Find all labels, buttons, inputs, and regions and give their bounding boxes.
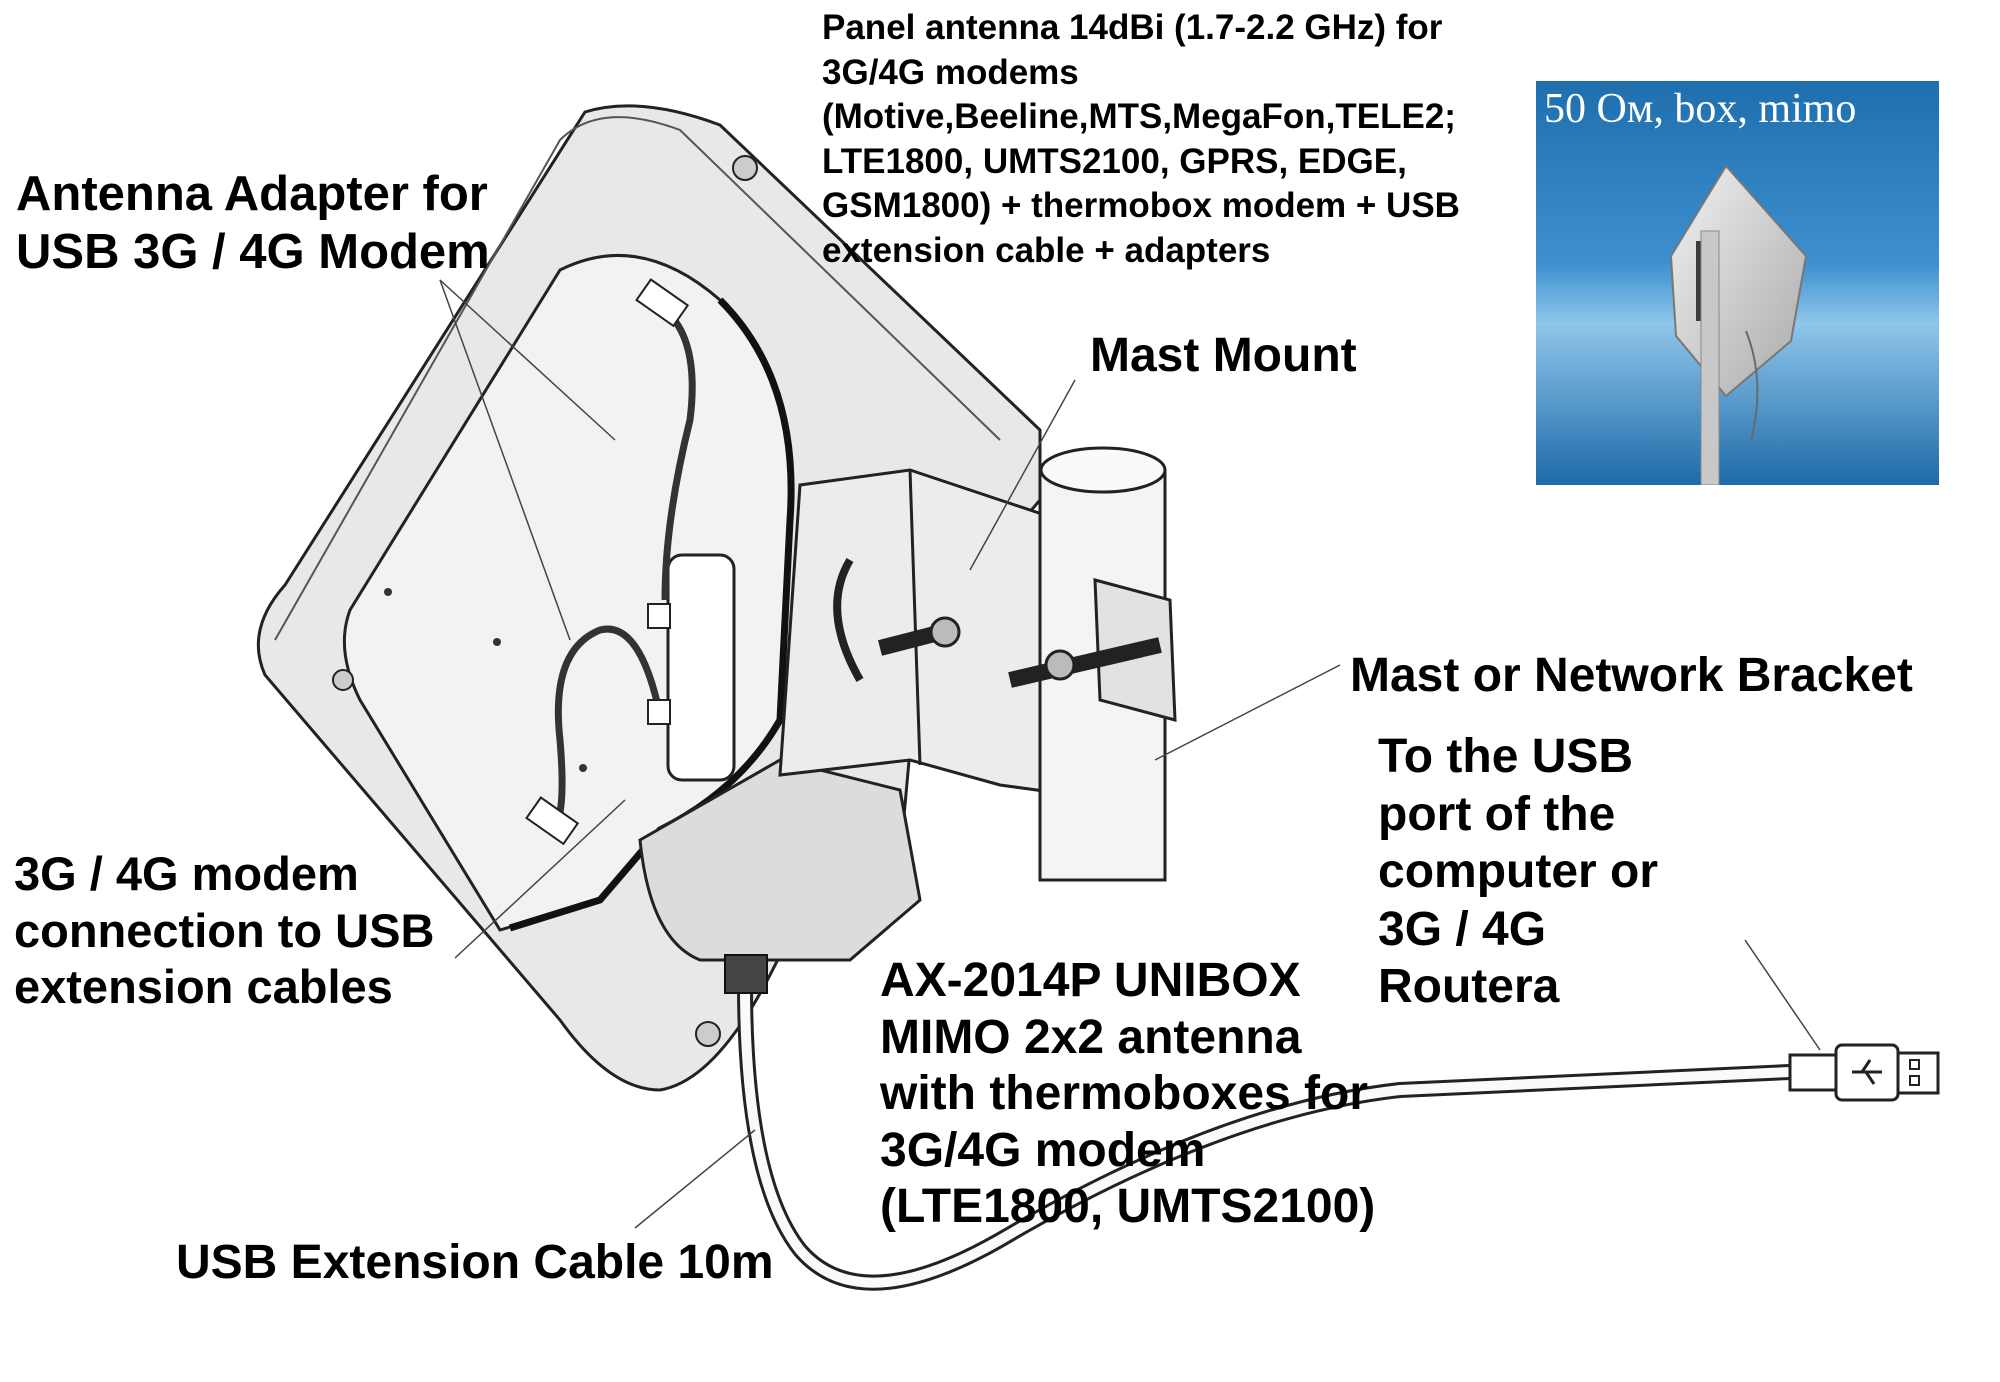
screw xyxy=(384,588,392,596)
mast-bracket-label: Mast or Network Bracket xyxy=(1350,648,1913,703)
antenna-photo-image xyxy=(1536,81,1939,485)
mast-mount-label: Mast Mount xyxy=(1090,328,1357,383)
modem-connection-label: 3G / 4G modem connection to USB extensio… xyxy=(14,846,434,1016)
mounting-hole xyxy=(733,156,757,180)
antenna-photo: 50 Ом, box, mimo xyxy=(1536,81,1939,485)
screw xyxy=(493,638,501,646)
photo-caption: 50 Ом, box, mimo xyxy=(1544,85,1856,133)
product-label: AX-2014P UNIBOX MIMO 2x2 antenna with th… xyxy=(880,953,1375,1236)
mounting-hole xyxy=(333,670,353,690)
panel-description-label: Panel antenna 14dBi (1.7-2.2 GHz) for 3G… xyxy=(822,6,1522,273)
usb-modem xyxy=(668,555,734,780)
mast-pole-top xyxy=(1041,448,1165,492)
usb-port-label: To the USB port of the computer or 3G / … xyxy=(1378,728,1658,1016)
screw xyxy=(579,764,587,772)
usb-cable-label: USB Extension Cable 10m xyxy=(176,1235,774,1290)
cable-gland xyxy=(725,955,767,993)
mounting-hole xyxy=(696,1022,720,1046)
adapter-label: Antenna Adapter for USB 3G / 4G Modem xyxy=(16,165,490,281)
